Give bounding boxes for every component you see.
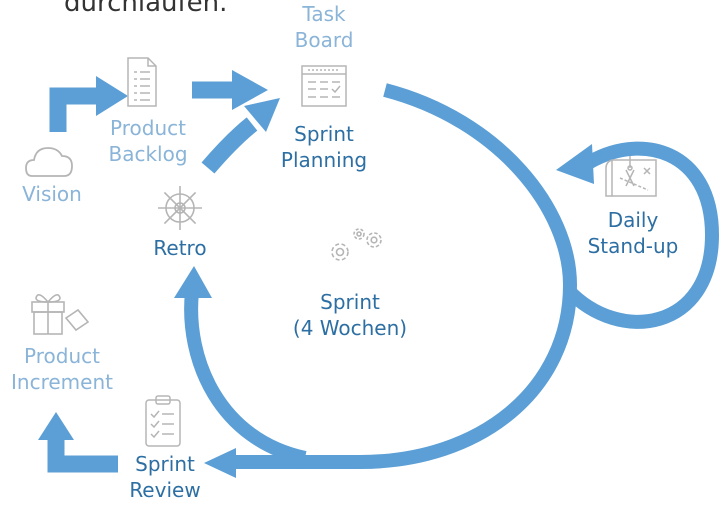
cloud-icon (25, 147, 73, 177)
label-sprint-line1: Sprint (320, 290, 380, 314)
label-product-backlog-line1: Product (110, 116, 186, 140)
arrow-daily-loop (562, 141, 720, 329)
arrowhead-increment (38, 412, 74, 440)
label-task-board: Task Board (284, 2, 364, 53)
label-product-backlog-line2: Backlog (108, 141, 188, 166)
label-product-increment-line1: Product (24, 344, 100, 368)
label-product-increment-line2: Increment (11, 369, 113, 394)
label-sprint: Sprint (4 Wochen) (280, 290, 420, 341)
label-task-board-line1: Task (302, 2, 346, 26)
label-daily-standup-line2: Stand-up (587, 233, 679, 258)
checklist-clipboard-icon (145, 395, 181, 447)
arrow-vision-to-backlog (49, 87, 100, 132)
label-vision: Vision (22, 182, 82, 206)
label-sprint-planning: Sprint Planning (274, 122, 374, 173)
arrowhead-retro-planning (244, 98, 280, 132)
arrowhead-backlog (96, 76, 128, 116)
label-sprint-review-line1: Sprint (135, 452, 195, 476)
kanban-board-icon (301, 65, 347, 107)
arrowhead-planning (232, 70, 268, 110)
header-text: durchlaufen. (64, 0, 228, 18)
arrow-review-to-retro (184, 291, 307, 465)
label-task-board-line2: Board (294, 27, 354, 52)
label-sprint-planning-line2: Planning (280, 147, 368, 172)
arrowhead-retro (174, 266, 212, 298)
gift-icon (31, 294, 90, 335)
label-daily-standup-line1: Daily (607, 208, 659, 232)
arrow-sprint-cycle (230, 83, 578, 469)
label-product-backlog: Product Backlog (98, 116, 198, 167)
gears-icon (331, 228, 382, 261)
label-sprint-planning-line1: Sprint (294, 122, 354, 146)
label-retro: Retro (153, 236, 207, 260)
label-sprint-review: Sprint Review (120, 452, 210, 503)
arrowhead-daily (556, 144, 594, 184)
label-sprint-line2: (4 Wochen) (292, 315, 408, 340)
label-daily-standup: Daily Stand-up (578, 208, 688, 259)
label-sprint-review-line2: Review (129, 477, 201, 502)
label-product-increment: Product Increment (0, 344, 124, 395)
ship-wheel-icon (158, 186, 202, 230)
arrowhead-review (204, 448, 236, 478)
blueprint-icon (605, 156, 657, 197)
document-list-icon (127, 57, 157, 107)
arrow-retro-to-planning (201, 117, 258, 174)
arrow-review-to-increment (47, 436, 118, 473)
